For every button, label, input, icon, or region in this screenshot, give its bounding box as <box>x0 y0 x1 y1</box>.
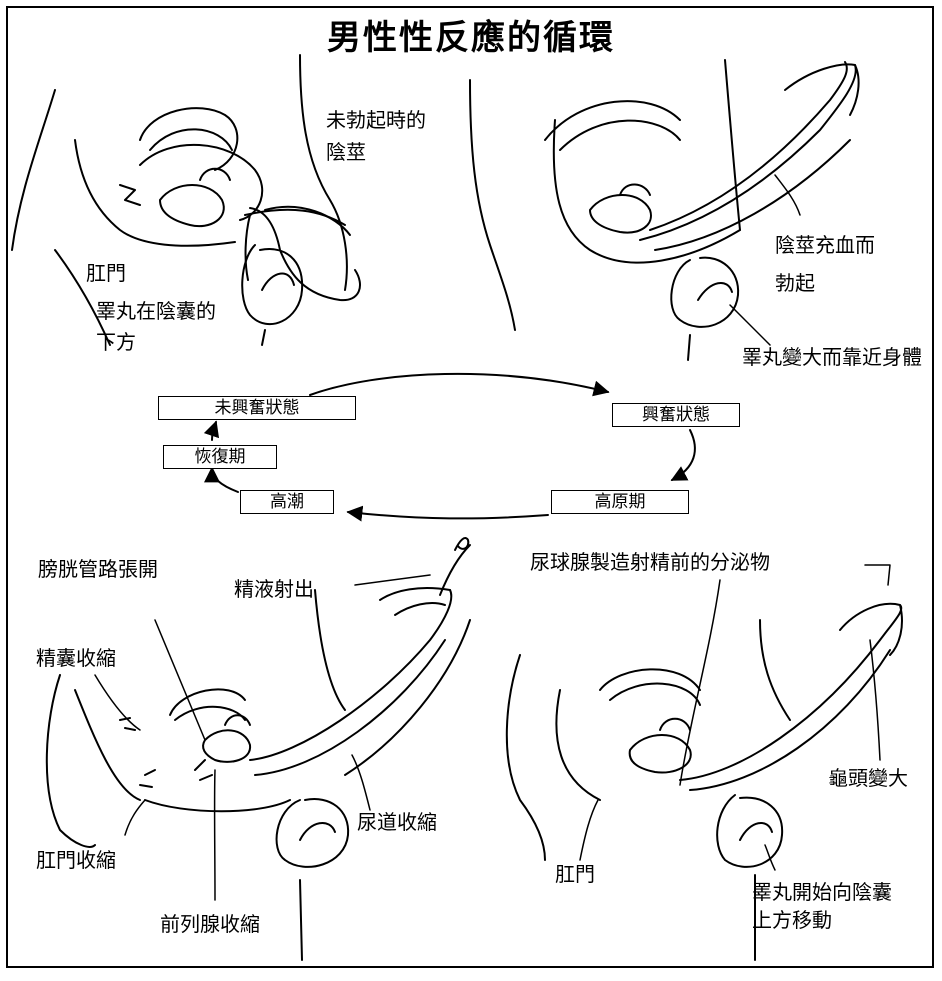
cycle-arrows <box>203 372 696 522</box>
label-ejaculation: 精液射出 <box>234 577 314 601</box>
label-cowper-gland: 尿球腺製造射精前的分泌物 <box>530 550 770 574</box>
panel-erect-illustration <box>469 59 860 361</box>
panel-flaccid-illustration <box>11 54 361 346</box>
label-flaccid-penis: 未勃起時的陰莖 <box>326 108 426 164</box>
state-aroused: 興奮狀態 <box>612 403 740 427</box>
label-erect-penis: 陰莖充血而勃起 <box>775 233 875 295</box>
label-anus: 肛門 <box>86 261 126 285</box>
label-anus-contract: 肛門收縮 <box>36 848 116 872</box>
state-recovery: 恢復期 <box>163 445 277 469</box>
state-unaroused: 未興奮狀態 <box>158 396 356 420</box>
label-testes-enlarge: 睪丸變大而靠近身體 <box>742 345 922 369</box>
state-orgasm: 高潮 <box>240 490 334 514</box>
label-anus-right: 肛門 <box>555 862 595 886</box>
label-seminal-vesicle: 精囊收縮 <box>36 646 116 670</box>
label-bladder-neck: 膀胱管路張開 <box>38 557 158 581</box>
diagram-frame <box>6 6 934 968</box>
label-testes-low: 睪丸在陰囊的下方 <box>96 299 216 354</box>
label-glans-enlarge: 龜頭變大 <box>828 766 908 790</box>
label-urethra-contract: 尿道收縮 <box>357 810 437 834</box>
panel-orgasm-illustration <box>45 537 471 961</box>
diagram-title: 男性性反應的循環 <box>327 18 615 58</box>
state-plateau: 高原期 <box>551 490 689 514</box>
label-testes-move: 睪丸開始向陰囊上方移動 <box>752 880 892 932</box>
label-prostate-contract: 前列腺收縮 <box>160 912 260 936</box>
panel-plateau-illustration <box>505 564 903 961</box>
